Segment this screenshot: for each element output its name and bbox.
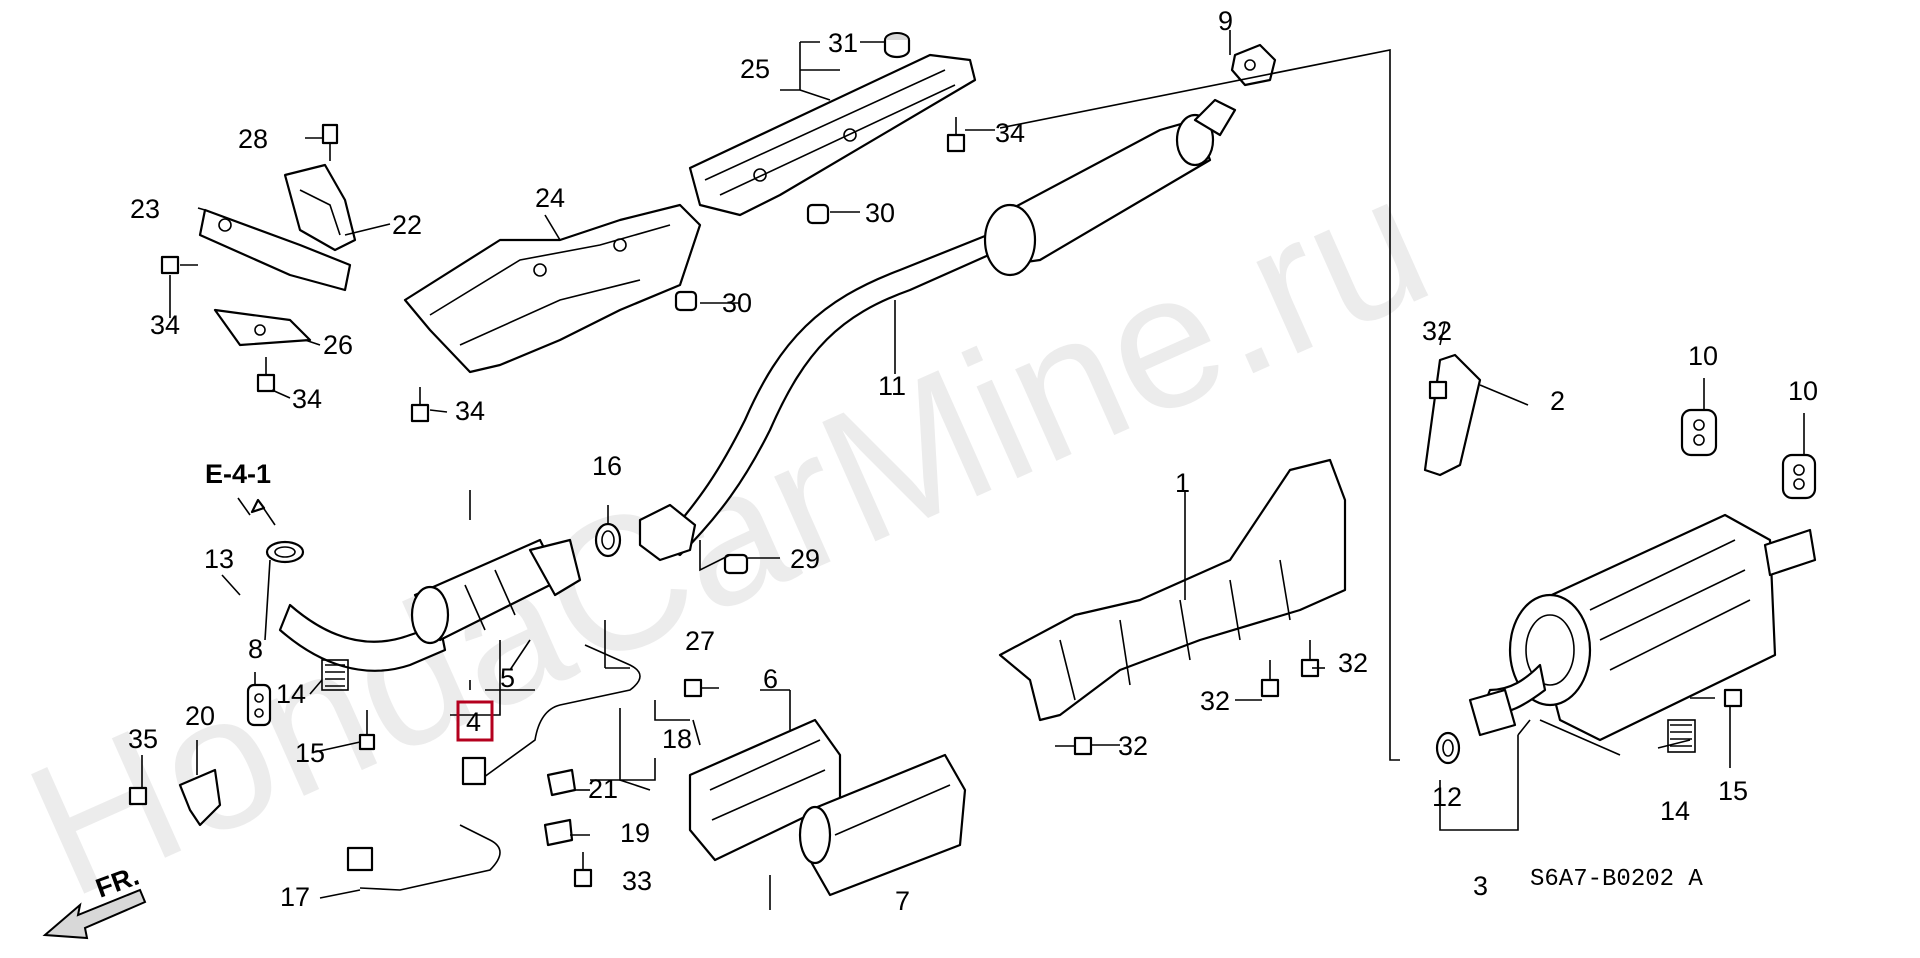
label-8[interactable]: 8 bbox=[248, 634, 263, 664]
fasteners bbox=[128, 117, 1743, 888]
spring-14-rear[interactable] bbox=[1667, 719, 1696, 753]
bolt-32b[interactable] bbox=[1260, 660, 1280, 698]
clip-19[interactable] bbox=[543, 818, 574, 847]
bracket-20[interactable] bbox=[178, 768, 222, 827]
label-27[interactable]: 27 bbox=[685, 626, 715, 656]
gasket-16[interactable] bbox=[594, 522, 622, 558]
center-pipe-with-silencer[interactable] bbox=[658, 98, 1237, 557]
label-26[interactable]: 26 bbox=[323, 330, 353, 360]
gasket-13[interactable] bbox=[265, 540, 305, 564]
label-30b[interactable]: 30 bbox=[722, 288, 752, 318]
grommet-31[interactable] bbox=[883, 32, 911, 59]
part-labels: 1 2 3 4 5 6 7 8 9 10 10 11 12 13 14 14 1… bbox=[92, 6, 1818, 916]
label-10b[interactable]: 10 bbox=[1788, 376, 1818, 406]
label-17[interactable]: 17 bbox=[280, 882, 310, 912]
label-4-selected[interactable]: 4 bbox=[466, 707, 481, 737]
label-23[interactable]: 23 bbox=[130, 194, 160, 224]
heat-shield-bracket-23[interactable] bbox=[198, 208, 352, 292]
reference-arrow-icon bbox=[250, 498, 276, 526]
label-31[interactable]: 31 bbox=[828, 28, 858, 58]
label-3[interactable]: 3 bbox=[1473, 871, 1488, 901]
label-34c[interactable]: 34 bbox=[292, 384, 322, 414]
heat-shield-tunnel[interactable] bbox=[403, 203, 702, 374]
label-15b[interactable]: 15 bbox=[1718, 776, 1748, 806]
plate-26[interactable] bbox=[213, 308, 312, 347]
clip-21[interactable] bbox=[546, 768, 577, 797]
front-direction-arrow-icon bbox=[42, 888, 147, 940]
label-12[interactable]: 12 bbox=[1432, 782, 1462, 812]
hanger-rubber-8[interactable] bbox=[246, 683, 272, 727]
label-11[interactable]: 11 bbox=[878, 371, 906, 401]
label-7[interactable]: 7 bbox=[895, 886, 910, 916]
label-24[interactable]: 24 bbox=[535, 183, 565, 213]
hanger-rubber-10b[interactable] bbox=[1781, 453, 1817, 500]
label-35[interactable]: 35 bbox=[128, 724, 158, 754]
label-14a[interactable]: 14 bbox=[276, 679, 306, 709]
hanger-rubber-10a[interactable] bbox=[1680, 408, 1718, 457]
bolt-27[interactable] bbox=[683, 678, 719, 698]
label-25[interactable]: 25 bbox=[740, 54, 770, 84]
label-32a[interactable]: 32 bbox=[1422, 316, 1452, 346]
label-2[interactable]: 2 bbox=[1550, 386, 1565, 416]
label-19[interactable]: 19 bbox=[620, 818, 650, 848]
bolt-34d[interactable] bbox=[946, 117, 966, 153]
label-21[interactable]: 21 bbox=[588, 774, 618, 804]
cover-7[interactable] bbox=[798, 753, 967, 897]
label-32c[interactable]: 32 bbox=[1200, 686, 1230, 716]
gasket-12[interactable] bbox=[1435, 731, 1461, 765]
heat-shield-1[interactable] bbox=[998, 458, 1347, 722]
label-20[interactable]: 20 bbox=[185, 701, 215, 731]
label-33[interactable]: 33 bbox=[622, 866, 652, 896]
bolt-32d[interactable] bbox=[1055, 736, 1093, 756]
heat-shield-22[interactable] bbox=[283, 163, 357, 252]
center-pipe-flange bbox=[638, 503, 697, 562]
label-32b[interactable]: 32 bbox=[1338, 648, 1368, 678]
bolt-15b[interactable] bbox=[1690, 688, 1743, 708]
reference-label[interactable]: E-4-1 bbox=[205, 459, 271, 489]
label-13[interactable]: 13 bbox=[204, 544, 234, 574]
bolt-34c[interactable] bbox=[410, 387, 430, 423]
label-5[interactable]: 5 bbox=[500, 663, 515, 693]
label-32d[interactable]: 32 bbox=[1118, 731, 1148, 761]
nut-30a[interactable] bbox=[806, 203, 830, 225]
label-28[interactable]: 28 bbox=[238, 124, 268, 154]
label-9[interactable]: 9 bbox=[1218, 6, 1233, 36]
label-10a[interactable]: 10 bbox=[1688, 341, 1718, 371]
bolt-34b[interactable] bbox=[256, 357, 276, 393]
converter-assembly[interactable] bbox=[278, 538, 582, 672]
label-15a[interactable]: 15 bbox=[295, 738, 325, 768]
muffler-3[interactable] bbox=[1468, 513, 1817, 742]
spring-14-front[interactable] bbox=[321, 659, 349, 691]
hanger-bracket-2[interactable] bbox=[1423, 353, 1482, 477]
label-34a[interactable]: 34 bbox=[995, 118, 1025, 148]
bolt-33[interactable] bbox=[573, 852, 593, 888]
label-34b[interactable]: 34 bbox=[150, 310, 180, 340]
oxygen-sensor-secondary-18[interactable] bbox=[461, 644, 641, 786]
hanger-rubber-9[interactable] bbox=[1230, 43, 1277, 87]
label-1[interactable]: 1 bbox=[1175, 468, 1190, 498]
label-22[interactable]: 22 bbox=[392, 210, 422, 240]
bolt-34a[interactable] bbox=[160, 255, 198, 275]
leader-lines bbox=[141, 30, 1805, 910]
label-30a[interactable]: 30 bbox=[865, 198, 895, 228]
label-6[interactable]: 6 bbox=[763, 664, 778, 694]
diagram-code: S6A7-B0202 A bbox=[1530, 866, 1703, 893]
nut-29[interactable] bbox=[723, 553, 749, 575]
label-34d[interactable]: 34 bbox=[455, 396, 485, 426]
label-29[interactable]: 29 bbox=[790, 544, 820, 574]
label-16[interactable]: 16 bbox=[592, 451, 622, 481]
label-14b[interactable]: 14 bbox=[1660, 796, 1690, 826]
label-18[interactable]: 18 bbox=[662, 724, 692, 754]
bolt-32c[interactable] bbox=[1300, 640, 1320, 678]
oxygen-sensor-primary-17[interactable] bbox=[346, 824, 501, 891]
bolt-32a[interactable] bbox=[1428, 380, 1448, 400]
heat-shield-upper[interactable] bbox=[688, 53, 977, 217]
bolt-28[interactable] bbox=[321, 123, 339, 161]
bolt-35[interactable] bbox=[128, 786, 148, 806]
nut-30b[interactable] bbox=[674, 290, 698, 312]
selected-part-highlight bbox=[456, 700, 494, 742]
